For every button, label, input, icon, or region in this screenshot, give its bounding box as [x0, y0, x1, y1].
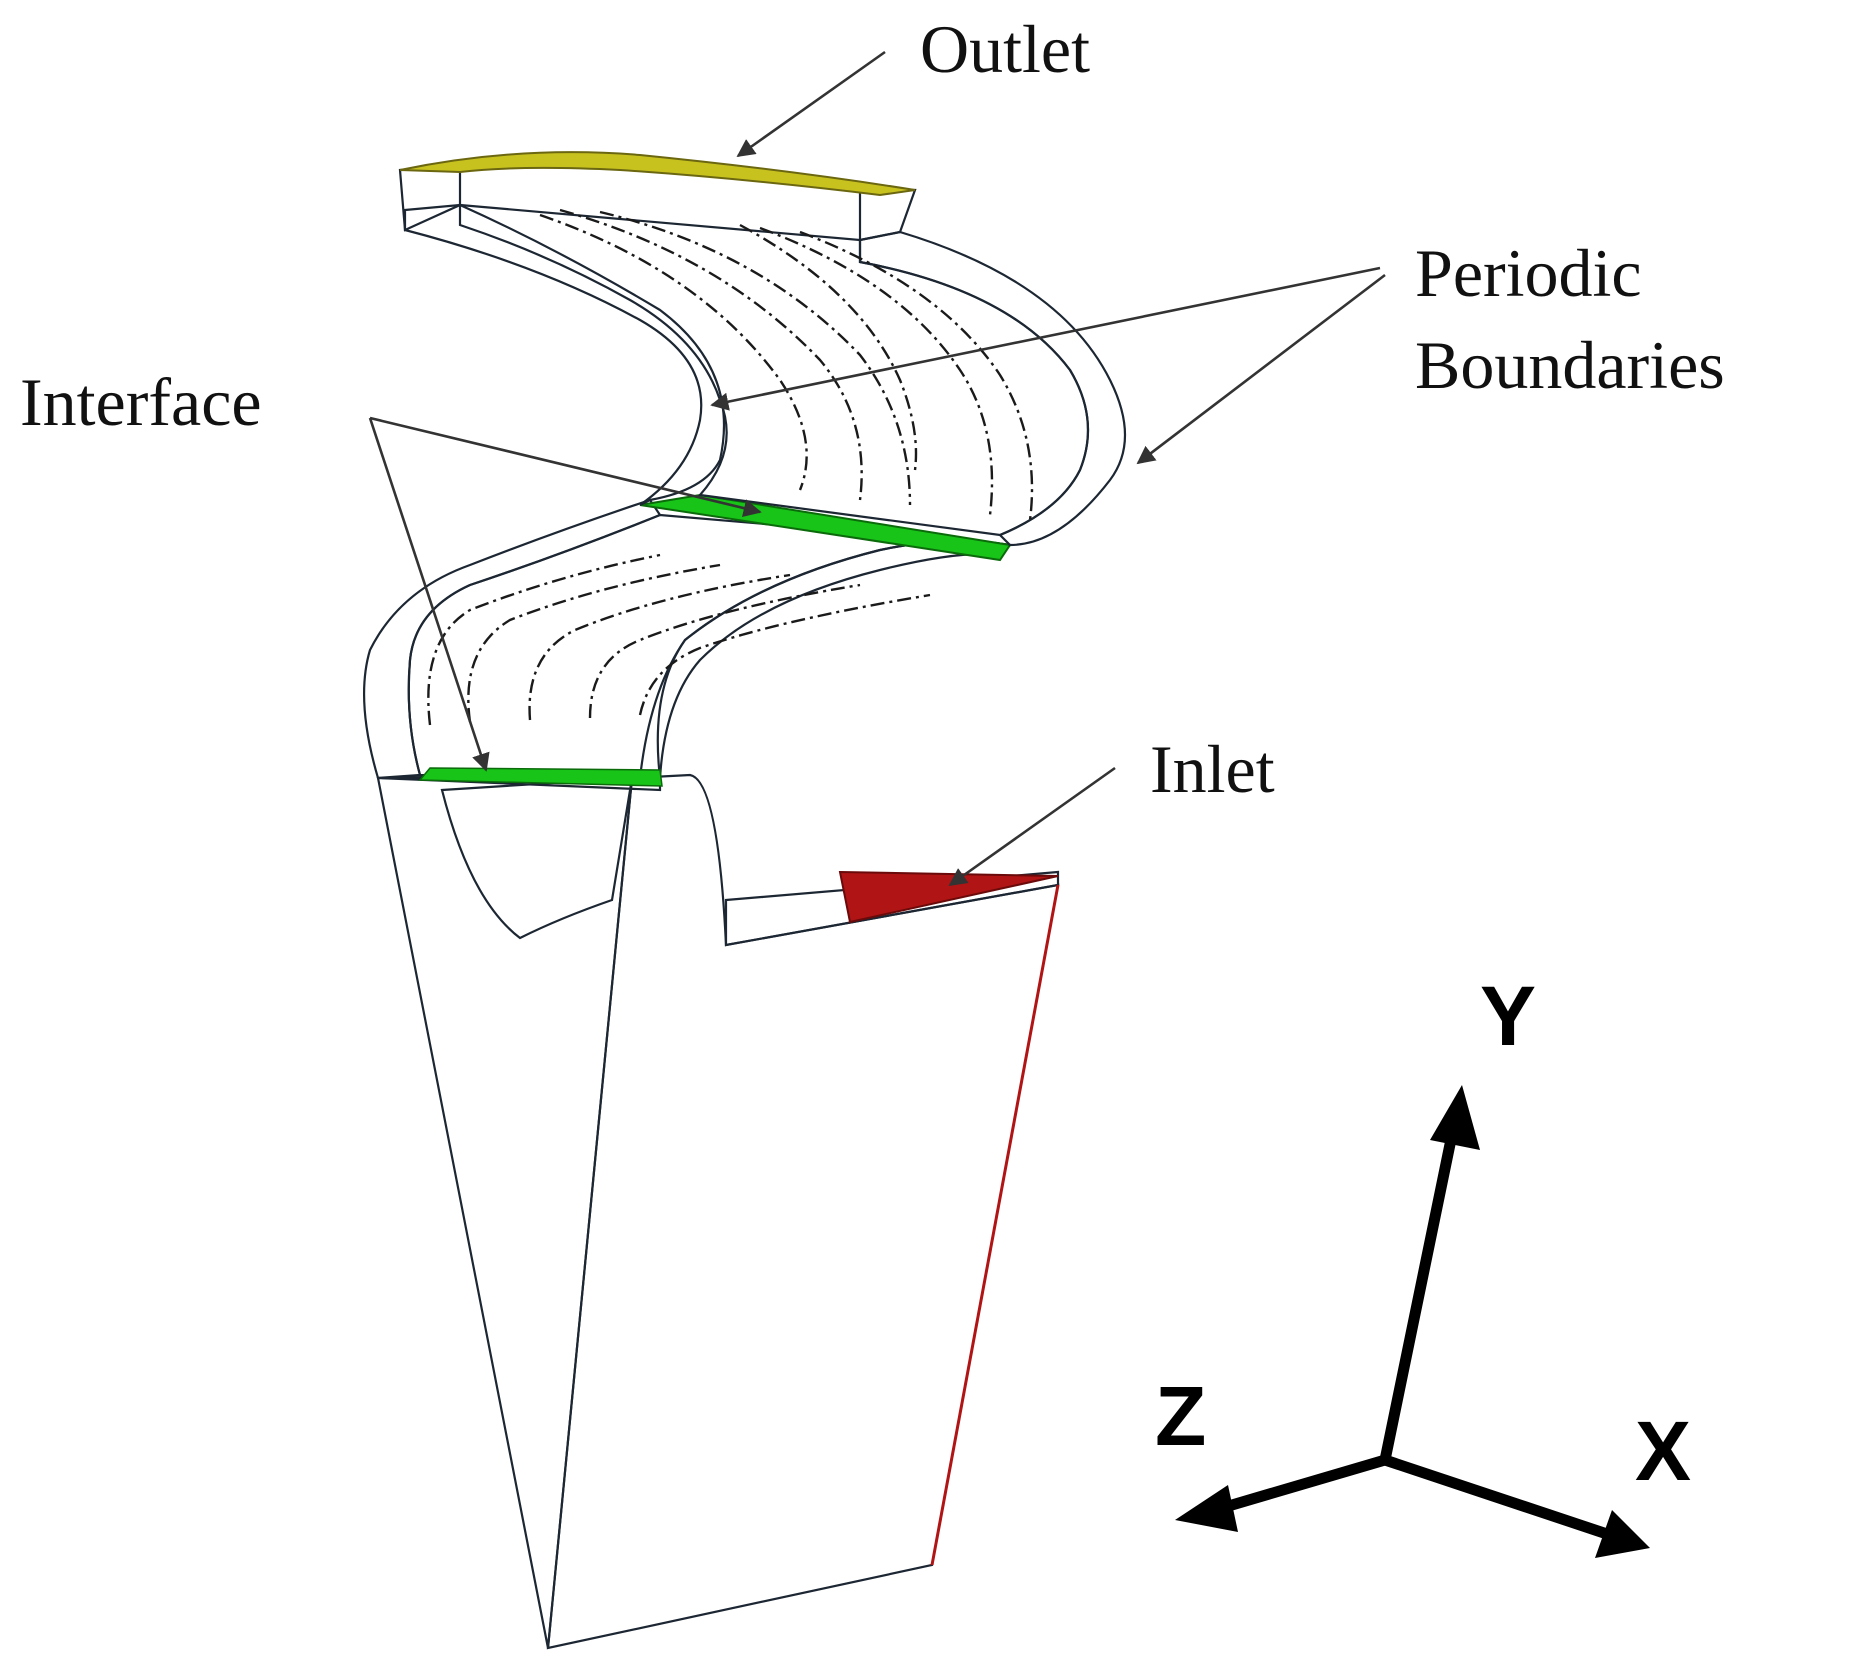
z-axis-arrowhead — [1175, 1485, 1238, 1532]
periodic-wall-lower-left — [362, 498, 662, 780]
periodic-wall-lower-right — [638, 539, 1013, 780]
outlet-boundary-face — [399, 151, 916, 197]
inlet-section-cutout — [440, 776, 634, 940]
mesh-line — [638, 593, 931, 716]
inlet-label: Inlet — [1150, 731, 1275, 807]
outlet-right-post — [858, 188, 917, 242]
interface-middle — [639, 493, 1012, 562]
inlet-section-side-face — [376, 776, 634, 1649]
mesh-line — [588, 583, 861, 719]
periodic-leader-left — [710, 266, 1381, 411]
inlet-boundary-face — [838, 870, 1059, 924]
inlet-side-edge — [930, 884, 1060, 1566]
z-axis-label: Z — [1155, 1369, 1206, 1463]
mesh-line — [528, 573, 791, 721]
outlet-label: Outlet — [920, 11, 1090, 87]
z-axis-arrow — [1209, 1454, 1391, 1516]
inlet-leader — [948, 766, 1116, 887]
periodic-wall-upper-left — [403, 203, 726, 506]
interface-lower-band — [418, 767, 663, 787]
mesh-line — [427, 553, 661, 726]
interface-leader-upper — [369, 416, 762, 518]
x-axis-arrowhead — [1595, 1510, 1650, 1558]
y-axis-arrowhead — [1430, 1085, 1480, 1150]
x-axis-arrow — [1379, 1454, 1616, 1541]
y-axis-label: Y — [1480, 969, 1536, 1063]
interface-label: Interface — [20, 364, 262, 440]
mesh-line — [559, 208, 863, 501]
mesh-line — [759, 226, 994, 516]
mesh-line — [539, 213, 808, 491]
periodic-boundaries-label-line2: Boundaries — [1415, 327, 1725, 403]
outlet-left-post — [398, 166, 462, 232]
blade-passage-upper — [458, 203, 1090, 537]
mesh-line — [739, 223, 918, 471]
x-axis-label: X — [1635, 1404, 1691, 1498]
coordinate-axes: Y Z X — [1155, 969, 1691, 1558]
y-axis-arrow — [1379, 1114, 1461, 1466]
interface-leader-lower — [368, 417, 490, 772]
outlet-leader — [736, 50, 886, 158]
mesh-line — [599, 210, 912, 506]
periodic-boundaries-label-line1: Periodic — [1415, 235, 1642, 311]
inlet-section-front-face — [546, 773, 1060, 1650]
periodic-leader-right — [1136, 273, 1386, 465]
